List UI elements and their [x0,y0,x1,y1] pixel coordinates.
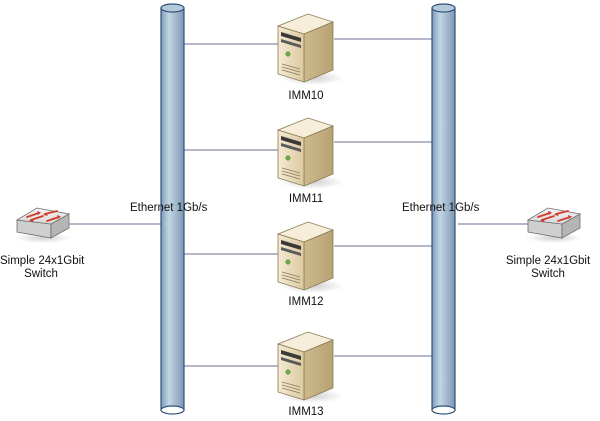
switch-left-label: Simple 24x1Gbit Switch [0,255,85,281]
switch-left-label-line1: Simple 24x1Gbit [0,255,85,267]
server-label: IMM11 [288,193,324,205]
switch-icon [525,207,583,244]
server-icon [277,331,345,404]
ethernet-bus-left [160,3,185,415]
server-label: IMM10 [288,90,324,102]
connector-lines [68,38,528,367]
ethernet-bus-right [431,3,456,415]
switch-right-label: Simple 24x1Gbit Switch [503,255,593,281]
switch-left-label-line2: Switch [24,268,58,280]
bus-left-label: Ethernet 1Gb/s [130,202,208,214]
server-label: IMM12 [288,296,324,308]
bus-right-label: Ethernet 1Gb/s [402,202,480,214]
server-label: IMM13 [288,406,324,418]
switch-right-label-line2: Switch [531,268,565,280]
server-icon [277,13,345,86]
switch-icon [14,207,72,244]
server-icon [277,221,345,294]
switch-right-label-line1: Simple 24x1Gbit [505,255,591,267]
server-icon [277,117,345,190]
